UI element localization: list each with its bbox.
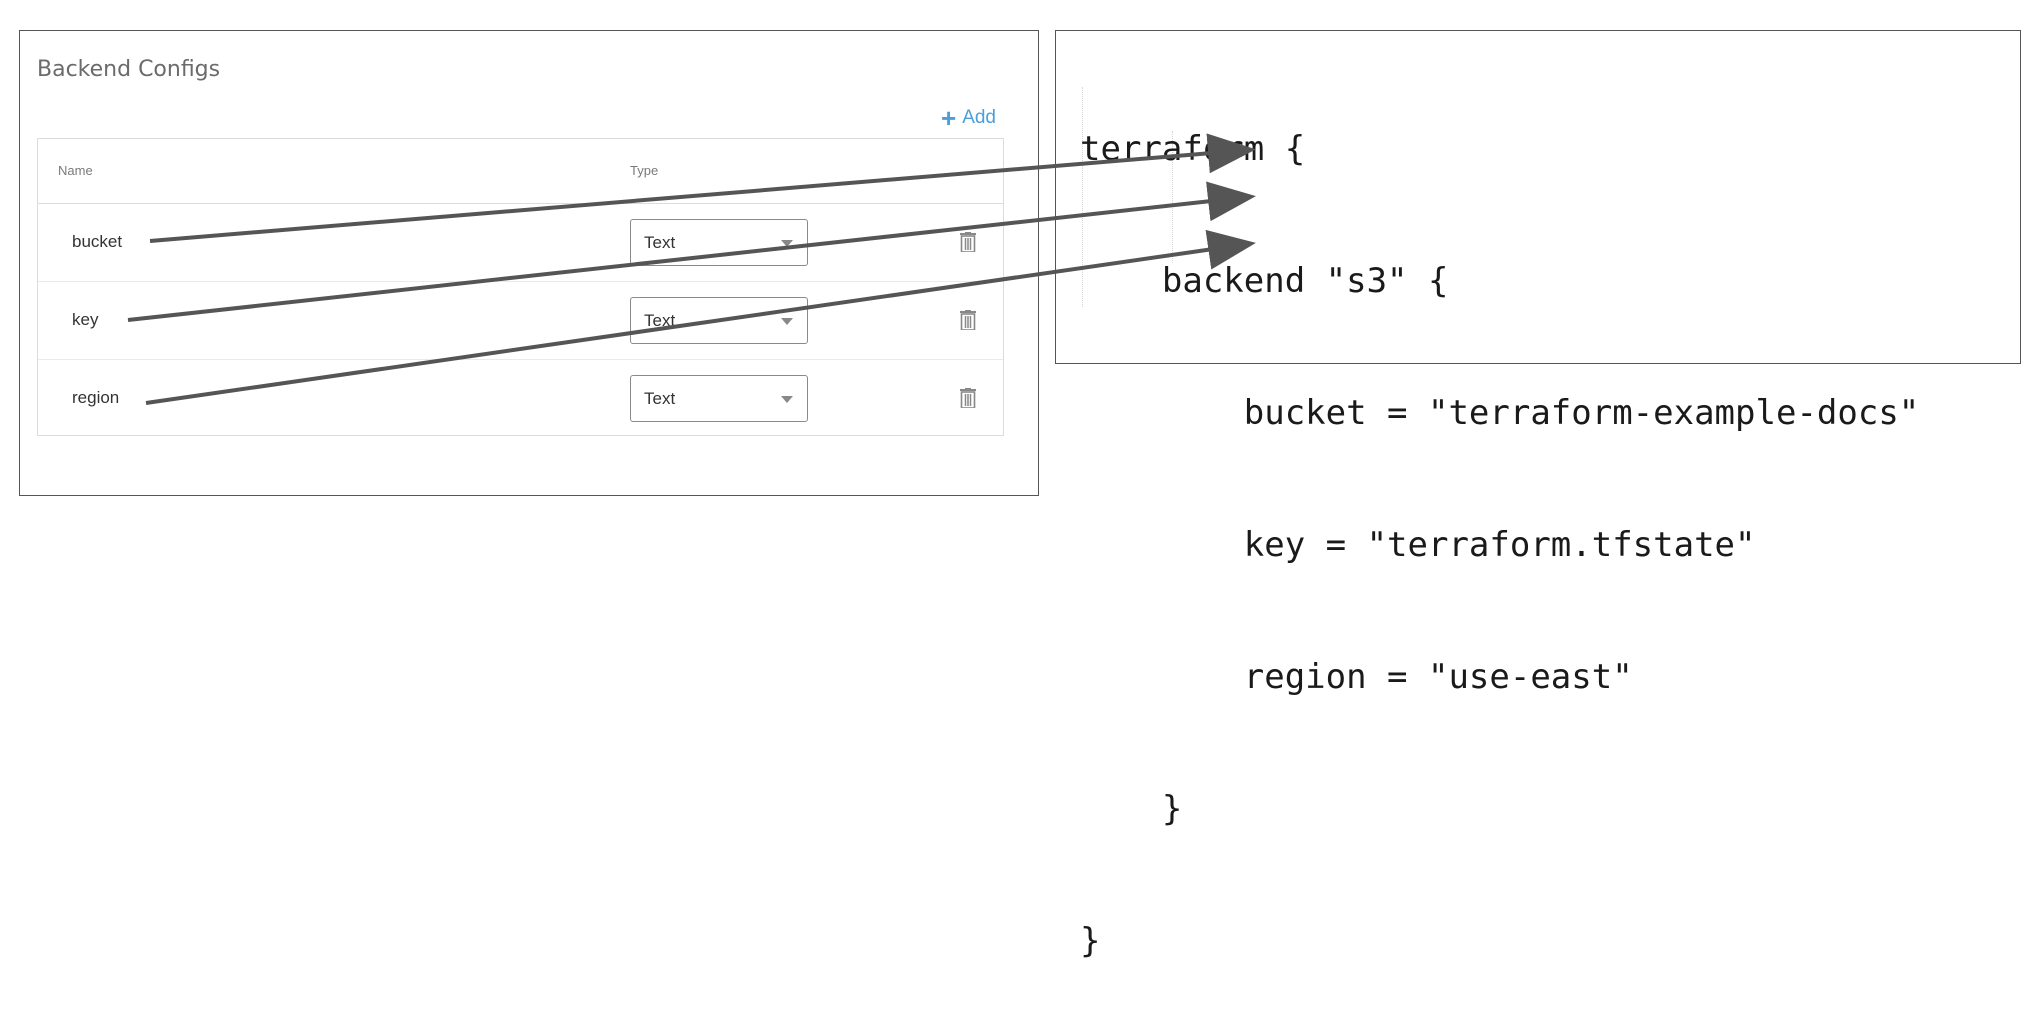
row-name: key [72,310,99,329]
table-header: Name Type [38,139,1003,204]
arrow-bucket [149,133,1256,243]
code-line: key = "terraform.tfstate" [1080,525,1756,565]
caret-down-icon [781,396,793,403]
caret-down-icon [781,318,793,325]
indent-guide [1082,87,1083,307]
plus-icon: + [941,103,957,133]
add-label: Add [962,107,996,128]
add-button[interactable]: + Add [941,105,996,131]
type-select[interactable]: Text [630,219,808,266]
code-line: } [1080,789,1183,829]
caret-down-icon [781,240,793,247]
panel-title: Backend Configs [37,57,221,82]
mapping-arrows [127,133,1256,405]
arrow-region [145,229,1256,405]
trash-icon[interactable] [960,388,976,408]
code-line: } [1080,921,1101,961]
row-name: bucket [72,232,123,251]
trash-icon[interactable] [960,232,976,252]
code-line: region = "use-east" [1080,657,1633,697]
row-name: region [72,388,120,407]
column-header-type: Type [630,163,659,178]
table-row: region Text [38,360,1003,437]
type-select-value: Text [644,233,676,252]
arrow-key [127,181,1256,322]
column-header-name: Name [58,163,93,178]
backend-configs-panel: Backend Configs + Add Name Type bucket T… [19,30,1039,496]
type-select-value: Text [644,311,676,330]
code-line: bucket = "terraform-example-docs" [1080,393,1920,433]
table-row: bucket Text [38,204,1003,282]
type-select-value: Text [644,389,676,408]
indent-guide [1172,131,1173,263]
trash-icon[interactable] [960,310,976,330]
code-line: backend "s3" { [1080,261,1449,301]
configs-table: Name Type bucket Text key Text [37,138,1004,436]
type-select[interactable]: Text [630,375,808,422]
